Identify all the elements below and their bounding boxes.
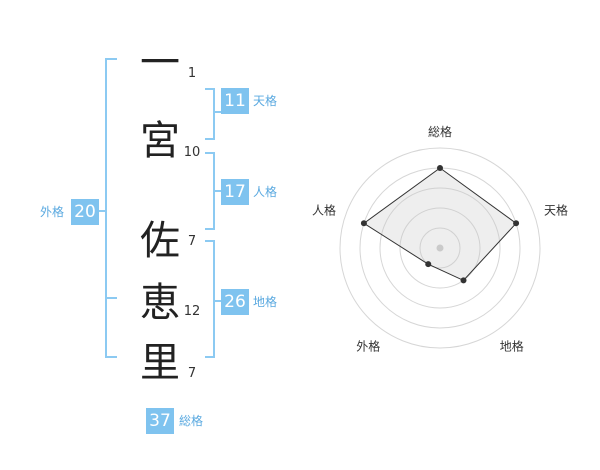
chi-kaku-value: 26 — [221, 289, 249, 315]
radar-point-1 — [437, 165, 443, 171]
connector-gai — [99, 210, 105, 212]
stroke-count-1: 1 — [187, 66, 197, 81]
radar-grid-ring-3 — [379, 187, 501, 309]
radar-axis-label-4: 外格 — [356, 339, 380, 354]
bracket-jin — [205, 152, 215, 230]
stroke-count-2: 10 — [183, 145, 201, 160]
connector-ten — [215, 111, 221, 113]
chi-kaku-label: 地格 — [253, 295, 278, 309]
jin-kaku-value: 17 — [221, 179, 249, 205]
radar-axis-label-2: 天格 — [544, 202, 568, 217]
radar-point-2 — [513, 220, 520, 227]
name-char-2: 宮 — [140, 118, 180, 164]
sou-kaku-label: 総格 — [179, 414, 204, 428]
ten-kaku-value: 11 — [221, 88, 249, 114]
name-char-3: 佐 — [140, 218, 180, 264]
connector-chi — [215, 300, 221, 302]
bracket-ten — [205, 88, 215, 140]
stroke-count-3: 7 — [187, 234, 197, 249]
bracket-chi — [205, 240, 215, 358]
stroke-count-5: 7 — [187, 366, 197, 381]
radar-axis-label-1: 総格 — [428, 124, 452, 139]
radar-grid-ring-2 — [399, 207, 481, 289]
name-char-4: 恵 — [140, 280, 180, 326]
radar-series-polygon — [363, 167, 517, 282]
radar-point-3 — [460, 277, 467, 284]
radar-point-4 — [425, 261, 432, 268]
name-char-5: 里 — [140, 340, 180, 386]
radar-grid-ring-1 — [419, 227, 461, 269]
sou-kaku-value: 37 — [146, 408, 174, 434]
radar-grid-ring-5 — [339, 147, 541, 349]
bracket-gai-divider — [105, 297, 117, 299]
name-char-1: 一 — [140, 40, 180, 86]
jin-kaku-label: 人格 — [253, 185, 278, 199]
radar-point-5 — [360, 220, 367, 227]
gai-kaku-label: 外格 — [40, 205, 65, 219]
radar-axis-label-5: 人格 — [312, 202, 336, 217]
stroke-count-4: 12 — [183, 304, 201, 319]
radar-axis-label-3: 地格 — [500, 339, 524, 354]
connector-jin — [215, 190, 221, 192]
bracket-gai — [105, 58, 117, 358]
ten-kaku-label: 天格 — [253, 94, 278, 108]
gai-kaku-value: 20 — [71, 199, 99, 225]
radar-center-dot — [436, 244, 444, 252]
